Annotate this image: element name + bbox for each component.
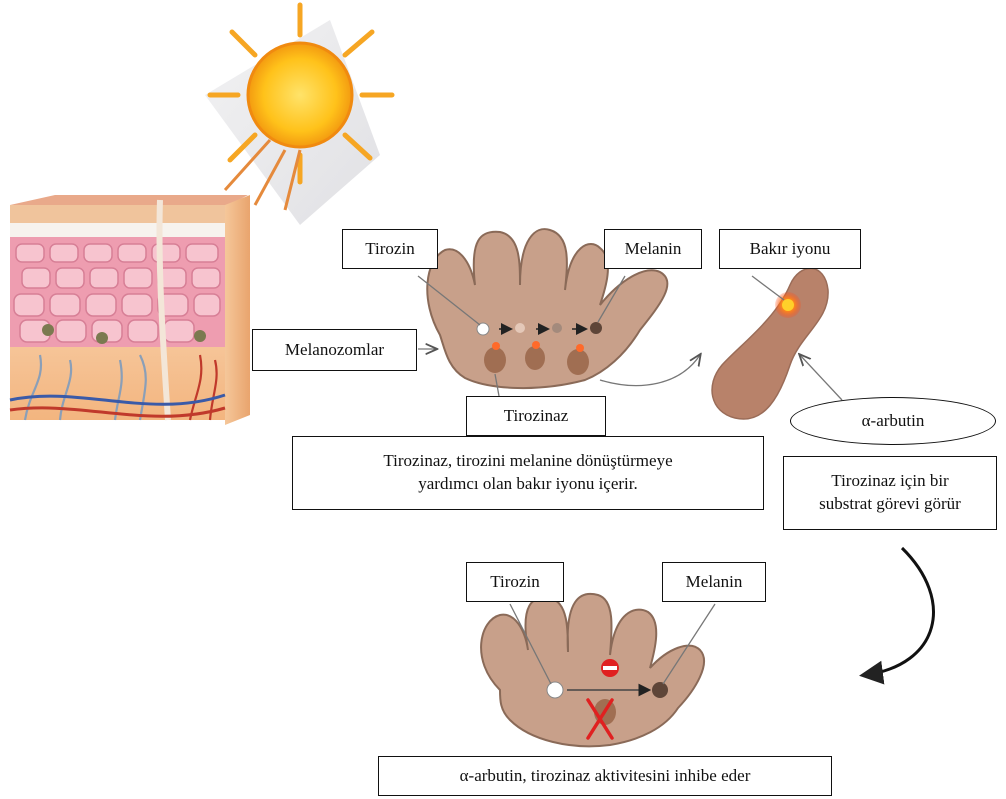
- inhibit-icon: [601, 659, 619, 677]
- label-alpha-arbutin: α-arbutin: [790, 397, 996, 445]
- melanin-molecule: [590, 322, 602, 334]
- label-tirozin-top: Tirozin: [342, 229, 438, 269]
- enzyme-body: [712, 268, 828, 419]
- desc-line: Tirozinaz, tirozini melanine dönüştürmey…: [383, 450, 672, 473]
- desc-tirozinaz-copper: Tirozinaz, tirozini melanine dönüştürmey…: [292, 436, 764, 510]
- skin-cross-section: [10, 195, 250, 425]
- stratum-corneum: [10, 205, 225, 223]
- tyrosinase-enzyme: [712, 268, 828, 419]
- desc-inhibit: α-arbutin, tirozinaz aktivitesini inhibe…: [378, 756, 832, 796]
- leader-bakir-iyonu: [752, 276, 784, 300]
- label-melanin-bottom: Melanin: [662, 562, 766, 602]
- curved-arrow-down: [865, 548, 933, 675]
- melanin-molecule: [652, 682, 668, 698]
- desc-line: yardımcı olan bakır iyonu içerir.: [418, 473, 638, 496]
- intermediate-molecule: [515, 323, 525, 333]
- copper-ion: [782, 299, 794, 311]
- arrow-arbutin-to-enzyme: [800, 355, 842, 400]
- desc-line: Tirozinaz için bir: [831, 470, 948, 493]
- label-melanin-top: Melanin: [604, 229, 702, 269]
- label-melanozomlar: Melanozomlar: [252, 329, 417, 371]
- label-tirozinaz: Tirozinaz: [466, 396, 606, 436]
- desc-line: substrat görevi görür: [819, 493, 961, 516]
- intermediate-molecule: [552, 323, 562, 333]
- label-tirozin-bottom: Tirozin: [466, 562, 564, 602]
- skin-side-face: [225, 195, 250, 425]
- desc-substrat: Tirozinaz için bir substrat görevi görür: [783, 456, 997, 530]
- melanocyte-bottom: [481, 594, 704, 746]
- melanocyte-cell-body: [481, 594, 704, 746]
- label-bakir-iyonu: Bakır iyonu: [719, 229, 861, 269]
- skin-white-layer: [10, 223, 225, 237]
- sun-illustration: [205, 5, 392, 225]
- tyrosine-molecule: [547, 682, 563, 698]
- sun-icon: [248, 43, 352, 147]
